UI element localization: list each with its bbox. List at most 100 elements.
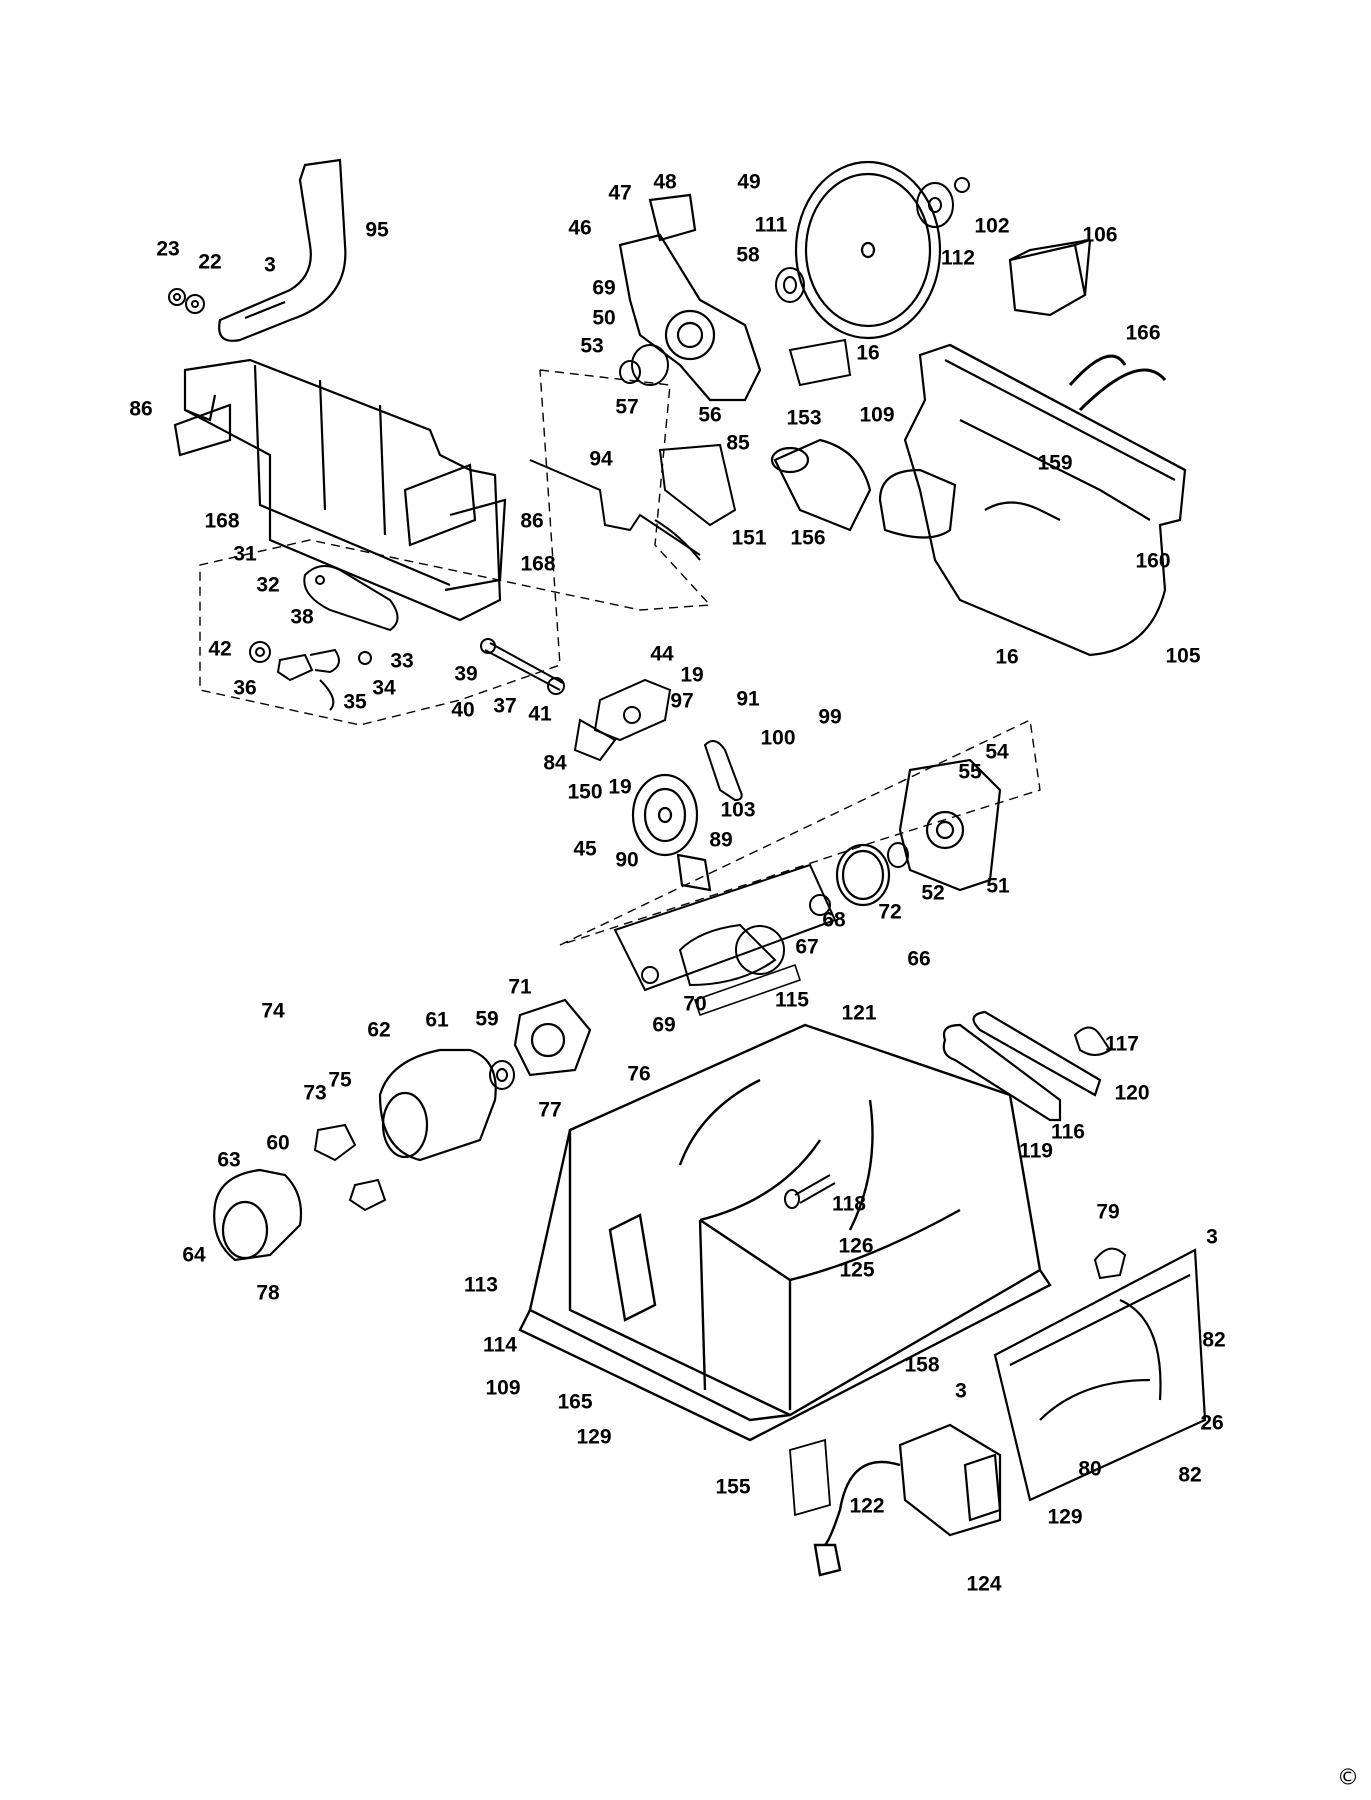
part-number-label: 76 (627, 1062, 651, 1086)
part-number-label: 48 (653, 170, 677, 194)
part-number-label: 85 (726, 431, 750, 455)
part-number-label: 158 (904, 1353, 940, 1377)
flange-111 (775, 267, 805, 303)
part-number-label: 58 (736, 243, 760, 267)
part-number-label: 82 (1202, 1328, 1226, 1352)
dashed-outline-motor-group (559, 718, 1041, 946)
gearbox-51 (898, 758, 1002, 892)
part-number-label: 19 (608, 775, 632, 799)
part-number-label: 69 (652, 1013, 676, 1037)
part-number-label: 40 (451, 698, 475, 722)
part-number-label: 57 (615, 395, 639, 419)
part-number-label: 31 (233, 542, 257, 566)
part-number-label: 90 (615, 848, 639, 872)
part-number-label: 41 (528, 702, 552, 726)
part-number-label: 61 (425, 1008, 449, 1032)
chute-106 (1008, 238, 1092, 317)
trunnion-46 (618, 193, 762, 402)
part-number-label: 165 (557, 1390, 593, 1414)
part-number-label: 125 (839, 1258, 875, 1282)
part-number-label: 37 (493, 694, 517, 718)
brush-71 (513, 998, 592, 1077)
part-number-label: 118 (832, 1192, 866, 1216)
part-number-label: 155 (715, 1475, 751, 1499)
part-number-label: 54 (985, 740, 1009, 764)
part-number-label: 49 (737, 170, 761, 194)
part-number-label: 156 (790, 526, 826, 550)
part-number-label: 129 (1047, 1505, 1083, 1529)
part-number-label: 153 (786, 406, 822, 430)
part-number-label: 166 (1125, 321, 1161, 345)
part-number-label: 56 (698, 403, 722, 427)
shaft-37 (480, 638, 565, 695)
part-number-label: 89 (709, 828, 733, 852)
bolt-118 (784, 1174, 836, 1209)
part-number-label: 70 (683, 992, 707, 1016)
part-number-label: 168 (204, 509, 240, 533)
wingnut-117 (1073, 1026, 1112, 1056)
part-number-label: 52 (921, 881, 945, 905)
part-number-label: 62 (367, 1018, 391, 1042)
part-number-label: 47 (608, 181, 632, 205)
rings-50-53 (619, 344, 669, 386)
part-number-label: 106 (1082, 223, 1118, 247)
plate-115 (693, 963, 802, 1017)
part-number-label: 116 (1051, 1120, 1085, 1144)
part-number-label: 94 (589, 447, 613, 471)
part-number-label: 50 (592, 306, 616, 330)
part-number-label: 102 (974, 214, 1010, 238)
part-number-label: 121 (841, 1001, 877, 1025)
part-number-label: 23 (156, 237, 180, 261)
washer-112-nut-102 (916, 177, 970, 228)
armature-66 (613, 863, 837, 992)
guard-105 (878, 343, 1187, 657)
part-number-label: 63 (217, 1148, 241, 1172)
switch-124 (898, 1423, 1002, 1537)
part-number-label: 33 (390, 649, 414, 673)
bearing-59 (489, 1060, 515, 1090)
part-number-label: 100 (760, 726, 796, 750)
part-number-label: 64 (182, 1243, 206, 1267)
hooks-166 (1068, 354, 1167, 412)
part-number-label: 46 (568, 216, 592, 240)
part-number-label: 35 (343, 690, 367, 714)
part-number-label: 69 (592, 276, 616, 300)
plate-32 (303, 565, 399, 632)
knob-79 (1093, 1247, 1127, 1280)
part-number-label: 44 (650, 642, 674, 666)
crank-94 (529, 459, 701, 561)
ring-72 (835, 843, 891, 907)
part-number-label: 80 (1078, 1457, 1102, 1481)
part-number-label: 99 (818, 705, 842, 729)
part-number-label: 78 (256, 1281, 280, 1305)
part-number-label: 109 (859, 403, 895, 427)
motor-61 (378, 1048, 497, 1162)
part-number-label: 3 (264, 253, 276, 277)
part-number-label: 19 (680, 663, 704, 687)
endcap-63 (213, 1168, 303, 1262)
part-number-label: 129 (576, 1425, 612, 1449)
part-number-label: 3 (955, 1379, 967, 1403)
part-number-label: 67 (795, 935, 819, 959)
part-number-label: 114 (483, 1333, 517, 1357)
part-number-label: 117 (1105, 1032, 1139, 1056)
part-number-label: 105 (1165, 644, 1201, 668)
part-number-label: 66 (907, 947, 931, 971)
part-number-label: 74 (261, 999, 285, 1023)
part-number-label: 77 (538, 1098, 562, 1122)
part-number-label: 159 (1037, 451, 1073, 475)
part-number-label: 95 (365, 218, 389, 242)
handwheel-90 (631, 773, 712, 892)
part-number-label: 59 (475, 1007, 499, 1031)
part-number-label: 22 (198, 250, 222, 274)
wrenches-116-120 (942, 1010, 1102, 1122)
part-number-label: 51 (986, 874, 1010, 898)
part-number-label: 53 (580, 334, 604, 358)
part-number-label: 168 (520, 552, 556, 576)
part-number-label: 126 (838, 1234, 874, 1258)
part-number-label: 150 (567, 780, 603, 804)
part-number-label: 16 (856, 341, 880, 365)
part-number-label: 120 (1114, 1081, 1150, 1105)
panel-80 (993, 1248, 1207, 1502)
